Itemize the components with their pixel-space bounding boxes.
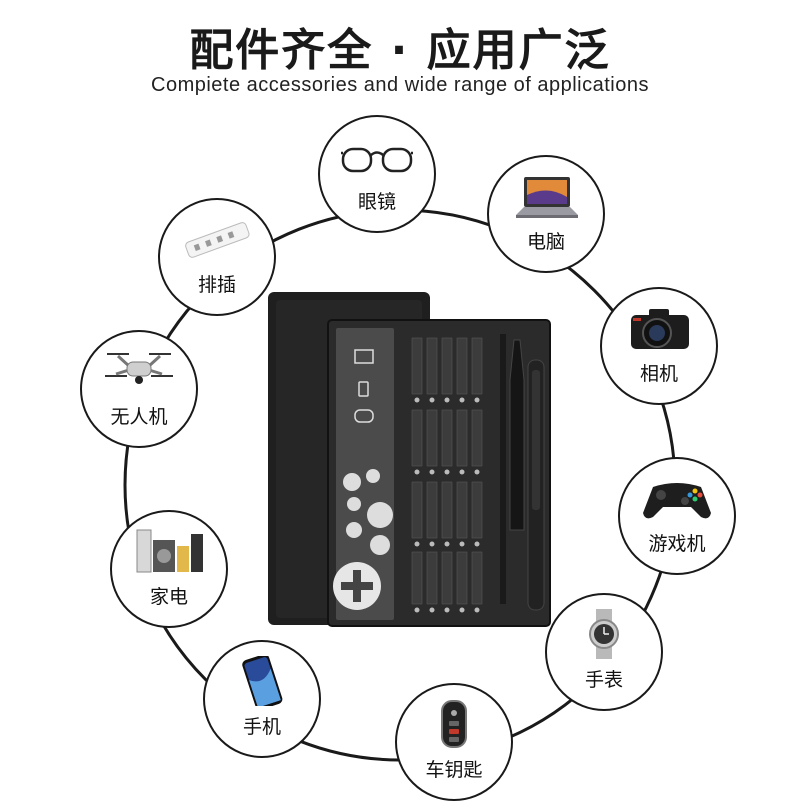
application-label: 眼镜 [357, 191, 396, 213]
application-appliance: 家电 [110, 510, 228, 628]
application-label: 手机 [242, 716, 281, 738]
application-label: 电脑 [526, 231, 565, 253]
phone-icon [242, 656, 283, 706]
page-subtitle: Compiete accessories and wide range of a… [151, 74, 649, 96]
application-label: 无人机 [110, 406, 168, 428]
application-label: 家电 [149, 586, 188, 608]
drone-icon [105, 353, 173, 384]
application-label: 车钥匙 [425, 759, 483, 781]
gamepad-icon [643, 483, 711, 519]
application-powerstrip: 排插 [158, 198, 276, 316]
watch-icon [589, 609, 619, 659]
application-watch: 手表 [545, 593, 663, 711]
application-gamepad: 游戏机 [618, 457, 736, 575]
appliance-icon [136, 529, 203, 573]
application-drone: 无人机 [80, 330, 198, 448]
application-carkey: 车钥匙 [395, 683, 513, 801]
car-key-icon [441, 700, 467, 748]
glasses-icon [341, 147, 413, 173]
application-label: 游戏机 [648, 533, 706, 555]
application-label: 排插 [197, 274, 236, 296]
screwdriver-set-image [268, 292, 551, 627]
application-label: 手表 [584, 669, 623, 691]
power-strip-icon [185, 222, 250, 258]
laptop-icon [516, 177, 578, 218]
page-title: 配件齐全 · 应用广泛 [189, 25, 611, 76]
application-laptop: 电脑 [487, 155, 605, 273]
application-label: 相机 [639, 363, 678, 385]
application-camera: 相机 [600, 287, 718, 405]
application-glasses: 眼镜 [318, 115, 436, 233]
application-phone: 手机 [203, 640, 321, 758]
camera-icon [631, 309, 689, 349]
